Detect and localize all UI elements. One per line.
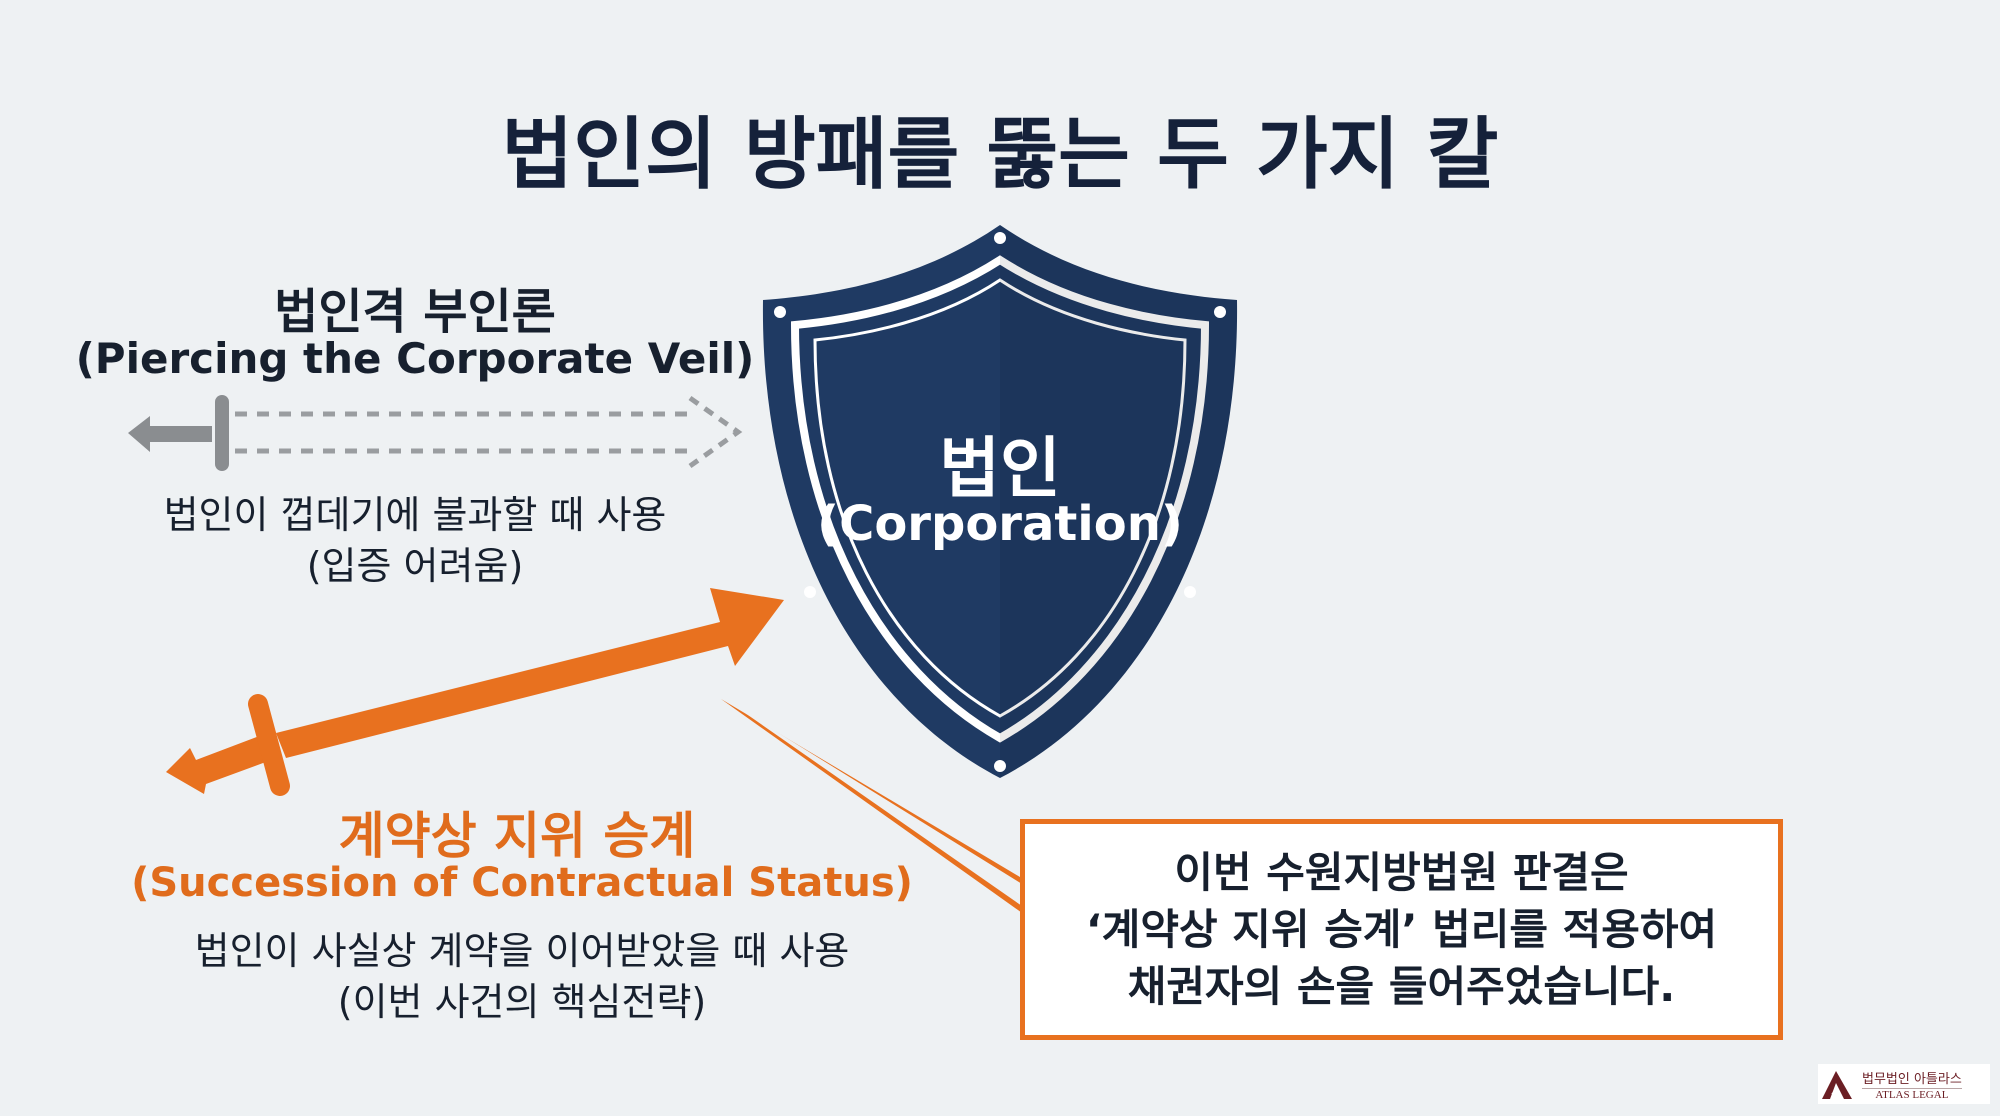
atlas-logo-icon — [1822, 1071, 1852, 1100]
shield-label-en: (Corporation) — [817, 496, 1183, 552]
piercing-title-ko: 법인격 부인론 — [274, 284, 556, 340]
callout-line-3: 채권자의 손을 들어주었습니다. — [1127, 962, 1676, 1011]
succession-desc-1: 법인이 사실상 계약을 이어받았을 때 사용 — [194, 929, 850, 973]
callout-line-2: ‘계약상 지위 승계’ 법리를 적용하여 — [1085, 905, 1718, 954]
page-title: 법인의 방패를 뚫는 두 가지 칼 — [501, 110, 1499, 200]
logo-text-en: ATLAS LEGAL — [1875, 1088, 1949, 1101]
gray-sword-icon — [128, 395, 743, 471]
atlas-legal-logo: 법무법인 아틀라스 ATLAS LEGAL — [1818, 1064, 1990, 1104]
succession-desc-2: (이번 사건의 핵심전략) — [337, 980, 707, 1024]
piercing-desc-2: (입증 어려움) — [306, 544, 524, 588]
callout-pointer — [721, 699, 1025, 915]
ruling-callout: 이번 수원지방법원 판결은 ‘계약상 지위 승계’ 법리를 적용하여 채권자의 … — [1020, 819, 1783, 1040]
callout-line-1: 이번 수원지방법원 판결은 — [1174, 848, 1629, 897]
succession-title-ko: 계약상 지위 승계 — [338, 807, 696, 865]
piercing-title-en: (Piercing the Corporate Veil) — [75, 334, 755, 383]
shield-label-ko: 법인 — [939, 430, 1061, 507]
orange-sword-icon — [166, 588, 784, 796]
shield-icon — [762, 225, 1238, 778]
piercing-desc-1: 법인이 껍데기에 불과할 때 사용 — [163, 493, 667, 537]
succession-title-en: (Succession of Contractual Status) — [131, 860, 913, 906]
logo-text-ko: 법무법인 아틀라스 — [1862, 1068, 1962, 1089]
